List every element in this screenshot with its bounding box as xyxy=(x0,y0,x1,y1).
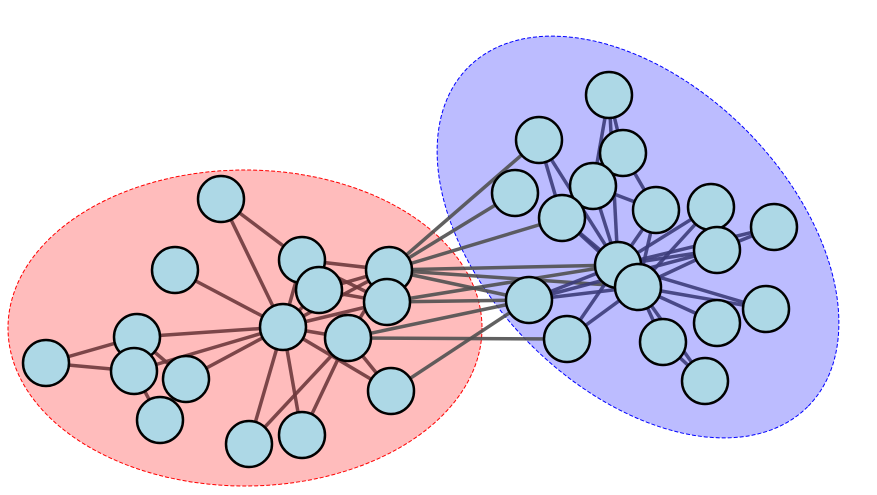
node-layer xyxy=(21,70,799,469)
node-blue[interactable] xyxy=(741,284,791,334)
node-red[interactable] xyxy=(362,277,412,327)
node-blue[interactable] xyxy=(680,356,730,406)
node-blue[interactable] xyxy=(568,161,618,211)
edge-between-clusters xyxy=(390,298,530,393)
edge-between-clusters xyxy=(347,336,568,341)
node-red[interactable] xyxy=(366,366,416,416)
edge-between-clusters xyxy=(347,298,530,340)
node-blue[interactable] xyxy=(504,275,554,325)
node-red[interactable] xyxy=(150,245,200,295)
node-red[interactable] xyxy=(21,338,71,388)
node-red[interactable] xyxy=(161,354,211,404)
edge-between-clusters xyxy=(386,263,619,304)
node-blue[interactable] xyxy=(638,317,688,367)
node-blue[interactable] xyxy=(631,185,681,235)
edge-red xyxy=(133,325,284,373)
edge-red xyxy=(136,325,284,339)
node-blue[interactable] xyxy=(584,70,634,120)
node-blue[interactable] xyxy=(613,262,663,312)
edge-between-clusters xyxy=(388,216,563,272)
node-red[interactable] xyxy=(196,174,246,224)
node-red[interactable] xyxy=(109,346,159,396)
node-red[interactable] xyxy=(224,419,274,469)
node-blue[interactable] xyxy=(686,182,736,232)
node-red[interactable] xyxy=(135,395,185,445)
node-blue[interactable] xyxy=(542,314,592,364)
node-blue[interactable] xyxy=(598,128,648,178)
edge-between-clusters xyxy=(387,138,541,272)
node-red[interactable] xyxy=(294,265,344,315)
node-blue[interactable] xyxy=(537,193,587,243)
node-blue[interactable] xyxy=(692,225,742,275)
node-blue[interactable] xyxy=(749,202,799,252)
node-red[interactable] xyxy=(258,302,308,352)
node-red[interactable] xyxy=(323,313,373,363)
edge-between-clusters xyxy=(388,268,639,289)
node-red[interactable] xyxy=(277,410,327,460)
edge-between-clusters xyxy=(388,263,619,272)
edge-between-clusters xyxy=(388,191,516,272)
node-blue[interactable] xyxy=(490,168,540,218)
node-blue[interactable] xyxy=(514,115,564,165)
node-blue[interactable] xyxy=(692,298,742,348)
